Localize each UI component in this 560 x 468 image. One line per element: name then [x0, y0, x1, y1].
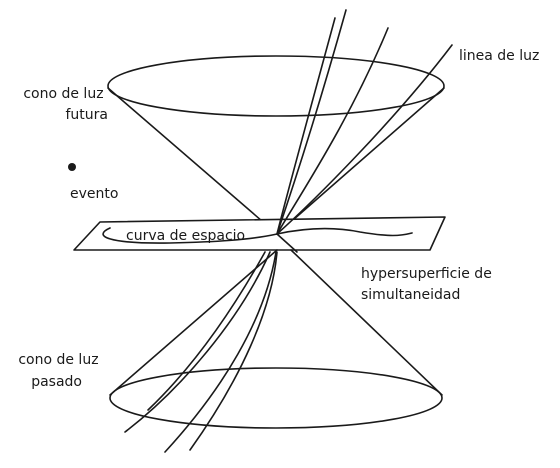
hypersurface-label-line1: hypersuperficie de [361, 266, 492, 282]
space-curve-label: curva de espacio [126, 228, 245, 244]
future-cone-label-line1: cono de luz [23, 86, 103, 102]
hypersurface-label: hypersuperficie de simultaneidad [361, 266, 496, 303]
future-cone-rim [108, 56, 444, 116]
event-dot [68, 163, 76, 171]
world-line-4 [277, 45, 452, 234]
world-line-1 [277, 10, 346, 234]
future-cone-label: cono de luz futura [23, 86, 108, 123]
light-line-label: linea de luz [459, 48, 539, 64]
past-cone-left-edge [110, 250, 277, 395]
past-cone-label-line1: cono de luz [18, 352, 98, 368]
past-cone-label: cono de luz pasado [18, 352, 103, 390]
future-cone-right-edge [277, 88, 444, 234]
future-cone-left-edge [108, 88, 277, 234]
world-line-2 [277, 18, 335, 234]
world-line-lower-1 [190, 252, 277, 450]
hypersurface-label-line2: simultaneidad [361, 287, 460, 303]
event-label: evento [70, 186, 118, 202]
future-cone-label-line2: futura [66, 107, 109, 123]
past-cone-label-line2: pasado [31, 374, 82, 390]
future-light-cone [108, 56, 444, 234]
world-line-lower-3 [125, 252, 270, 432]
